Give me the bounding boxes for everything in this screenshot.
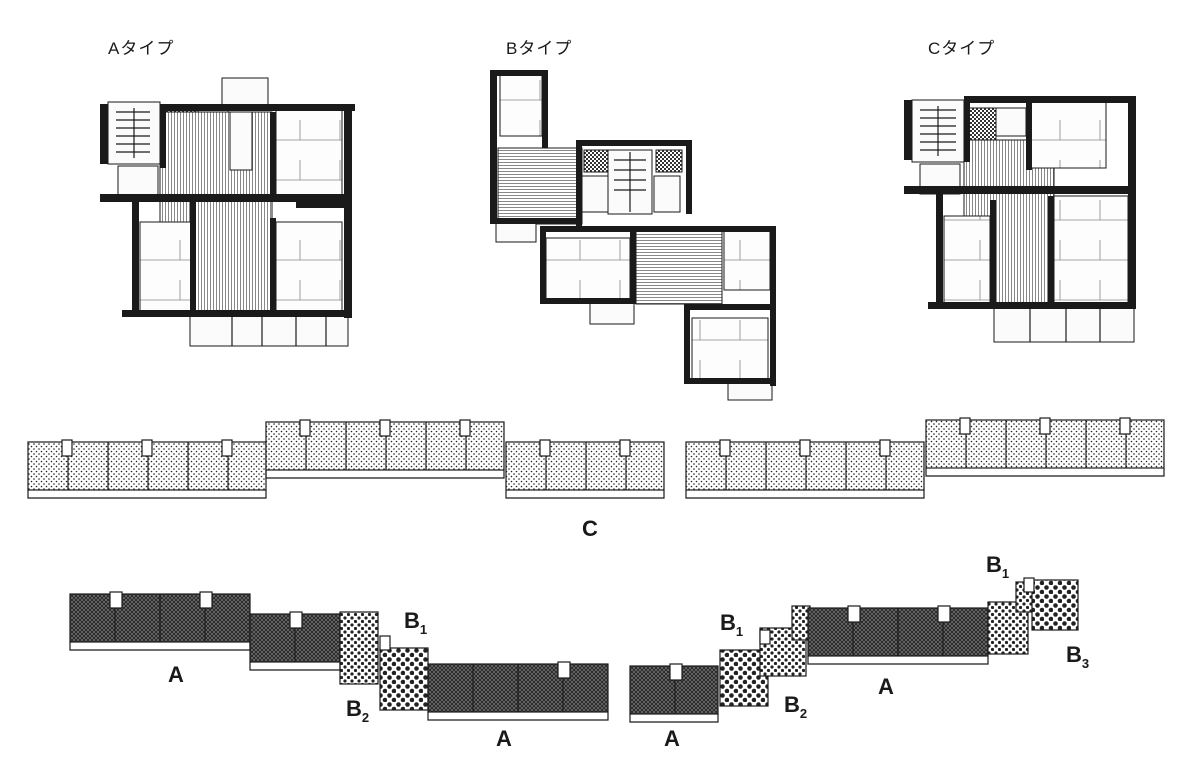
plan-c-title: Cタイプ — [928, 39, 995, 58]
c-row-left — [27, 419, 665, 499]
label-b3: B3 — [1066, 642, 1089, 671]
label-b1-top-right: B1 — [986, 552, 1009, 581]
label-a-left: A — [168, 662, 184, 687]
bottom-row-right — [629, 577, 1079, 723]
plan-c — [904, 96, 1136, 343]
plan-a — [100, 77, 355, 347]
c-row-right — [685, 417, 1165, 499]
label-a-mid: A — [496, 726, 512, 751]
label-b1-left: B1 — [404, 608, 427, 637]
plan-b-title: Bタイプ — [506, 39, 572, 58]
c-row-label: C — [582, 516, 598, 541]
label-b1-right: B1 — [720, 610, 743, 639]
label-b2-left: B2 — [346, 696, 369, 725]
label-a-right: A — [878, 674, 894, 699]
plan-b — [490, 70, 776, 401]
label-b2-right: B2 — [784, 692, 807, 721]
label-a-right-small: A — [664, 726, 680, 751]
plan-a-title: Aタイプ — [108, 39, 174, 58]
bottom-row-left — [69, 591, 609, 721]
